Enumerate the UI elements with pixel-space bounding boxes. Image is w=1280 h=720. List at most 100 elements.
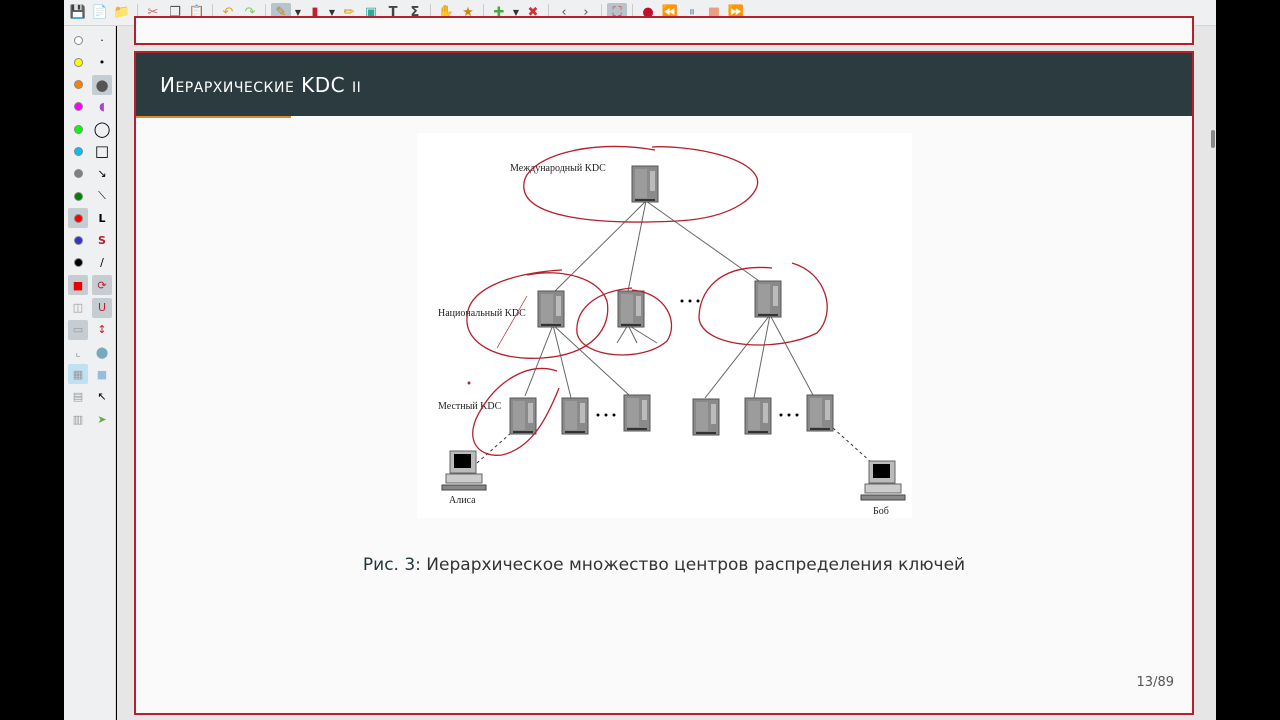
color-swatch[interactable] bbox=[68, 52, 88, 72]
current-page[interactable]: Иерархические KDC ii bbox=[134, 51, 1194, 715]
latex-icon[interactable]: Σ bbox=[410, 5, 420, 20]
color-swatch[interactable] bbox=[68, 208, 88, 229]
redo-icon[interactable]: ↷ bbox=[244, 5, 256, 20]
add-page-icon[interactable]: ✚ bbox=[493, 5, 505, 20]
local-kdc-server-icon bbox=[623, 394, 651, 432]
line-icon[interactable]: ⟍ bbox=[98, 189, 106, 203]
text-icon[interactable]: T bbox=[388, 5, 398, 20]
select-dotted2-icon[interactable]: ▥ bbox=[72, 412, 84, 426]
vertical-scrollbar[interactable] bbox=[1211, 130, 1215, 148]
color-swatch[interactable] bbox=[68, 253, 88, 273]
arrow-icon[interactable]: ↘ bbox=[97, 167, 107, 181]
color-dot-icon bbox=[73, 258, 83, 268]
header-progress-line bbox=[136, 116, 291, 118]
tool-defaults-icon[interactable]: ★ bbox=[462, 5, 474, 20]
select-all-icon[interactable]: ▦ bbox=[68, 364, 88, 385]
caption-text: Иерархическое множество центров распреде… bbox=[420, 555, 966, 575]
highlighter-icon[interactable]: ✏ bbox=[343, 5, 355, 20]
color-swatch[interactable] bbox=[68, 164, 88, 184]
color-dot-icon bbox=[73, 35, 83, 45]
shape-recognizer-icon[interactable]: ⟳ bbox=[92, 275, 112, 296]
fill-icon[interactable]: ◖ bbox=[99, 100, 105, 114]
separator bbox=[137, 3, 138, 22]
local-kdc-server-icon bbox=[744, 397, 772, 435]
color-dot-icon bbox=[73, 102, 83, 112]
separator bbox=[212, 3, 213, 22]
color-swatch[interactable] bbox=[68, 186, 88, 206]
color-dot-icon bbox=[73, 146, 83, 156]
next-icon[interactable]: › bbox=[583, 5, 589, 20]
two-pages-icon[interactable]: ◫ bbox=[72, 301, 84, 315]
caption-label: Рис. 3: bbox=[362, 555, 421, 575]
local-kdc-server-icon bbox=[561, 397, 589, 435]
label-international-kdc: Международный KDC bbox=[510, 163, 606, 174]
undo-icon[interactable]: ↶ bbox=[222, 5, 234, 20]
color-swatch[interactable] bbox=[68, 97, 88, 117]
slide-title: Иерархические KDC ii bbox=[160, 73, 362, 97]
magnet-icon[interactable]: U bbox=[92, 297, 112, 318]
copy-icon[interactable]: ❐ bbox=[169, 5, 181, 20]
kdc-hierarchy-diagram: Международный KDC Национальный KDC Местн… bbox=[417, 133, 912, 518]
coordinate-icon[interactable]: L bbox=[98, 211, 106, 225]
select-object-icon[interactable]: ↖ bbox=[97, 390, 107, 404]
crop-icon[interactable]: ⌞ bbox=[75, 345, 81, 359]
vertical-space-icon[interactable]: ↕ bbox=[97, 323, 107, 337]
ellipse-icon[interactable]: ◯ bbox=[93, 120, 111, 139]
previous-icon[interactable]: ‹ bbox=[561, 5, 567, 20]
label-local-kdc: Местный KDC bbox=[438, 401, 502, 412]
pause-icon[interactable]: ⏸ bbox=[688, 5, 696, 20]
spline-icon[interactable]: S bbox=[98, 234, 106, 248]
page-number: 13/89 bbox=[1136, 675, 1174, 690]
document-canvas[interactable]: Иерархические KDC ii bbox=[117, 16, 1216, 720]
new-page-icon[interactable]: 📄 bbox=[91, 5, 109, 20]
previous-page[interactable] bbox=[134, 16, 1194, 45]
color-dot-icon bbox=[73, 57, 83, 67]
red-annotations bbox=[466, 145, 828, 456]
separator bbox=[548, 3, 549, 22]
label-national-kdc: Национальный KDC bbox=[438, 308, 526, 319]
thin-dot-icon[interactable]: · bbox=[100, 33, 104, 47]
tool-sidebar: ■◫▭⌞▦▤▥ · • ● ◖ ◯ □ ↘ ⟍ L S ∕ ⟳ U ↕ ⬤ ■ … bbox=[64, 26, 116, 720]
select-rectangle-icon[interactable]: ■ bbox=[96, 367, 108, 381]
medium-dot-icon[interactable]: • bbox=[98, 55, 106, 69]
save-icon[interactable]: 💾 bbox=[69, 5, 87, 20]
rectangle-icon[interactable]: □ bbox=[94, 142, 110, 161]
separator bbox=[632, 3, 633, 22]
color-swatch[interactable] bbox=[68, 141, 88, 161]
color-swatch[interactable] bbox=[68, 75, 88, 95]
separator bbox=[483, 3, 484, 22]
alice-computer-icon bbox=[441, 450, 487, 491]
label-bob: Боб bbox=[873, 506, 889, 517]
color-dot-icon bbox=[73, 80, 83, 90]
separator bbox=[430, 3, 431, 22]
presentation-icon[interactable]: ▭ bbox=[68, 319, 88, 340]
eraser-icon[interactable]: ▮ bbox=[311, 5, 319, 20]
slide-header: Иерархические KDC ii bbox=[136, 53, 1192, 116]
local-kdc-server-icon bbox=[692, 398, 720, 436]
chevron-down-icon[interactable]: ▼ bbox=[512, 8, 520, 17]
cut-icon[interactable]: ✂ bbox=[147, 5, 159, 20]
connection-lines bbox=[476, 200, 873, 464]
color-dot-icon bbox=[73, 213, 83, 223]
bob-computer-icon bbox=[860, 460, 906, 501]
color-swatch[interactable] bbox=[68, 231, 88, 251]
ellipsis-dots bbox=[596, 299, 799, 417]
record-icon[interactable]: ● bbox=[642, 5, 654, 20]
select-dotted-icon[interactable]: ▤ bbox=[72, 390, 84, 404]
delete-page-icon[interactable]: ✖ bbox=[527, 5, 539, 20]
ruler-icon[interactable]: ∕ bbox=[100, 256, 104, 270]
color-swatch[interactable] bbox=[68, 119, 88, 139]
national-kdc-server-icon bbox=[617, 290, 645, 328]
select-region-icon[interactable]: ⬤ bbox=[95, 345, 109, 359]
local-kdc-server-icon bbox=[509, 397, 537, 435]
chevron-down-icon[interactable]: ▼ bbox=[294, 8, 302, 17]
chevron-down-icon[interactable]: ▼ bbox=[328, 8, 336, 17]
open-icon[interactable]: 📁 bbox=[113, 5, 131, 20]
color-swatch[interactable] bbox=[68, 30, 88, 50]
international-kdc-server-icon bbox=[631, 165, 659, 203]
color-dot-icon bbox=[73, 169, 83, 179]
color-dot-icon bbox=[73, 191, 83, 201]
fill-color-icon[interactable]: ■ bbox=[68, 275, 88, 296]
play-object-icon[interactable]: ➤ bbox=[97, 412, 107, 426]
thick-dot-icon[interactable]: ● bbox=[92, 74, 112, 95]
